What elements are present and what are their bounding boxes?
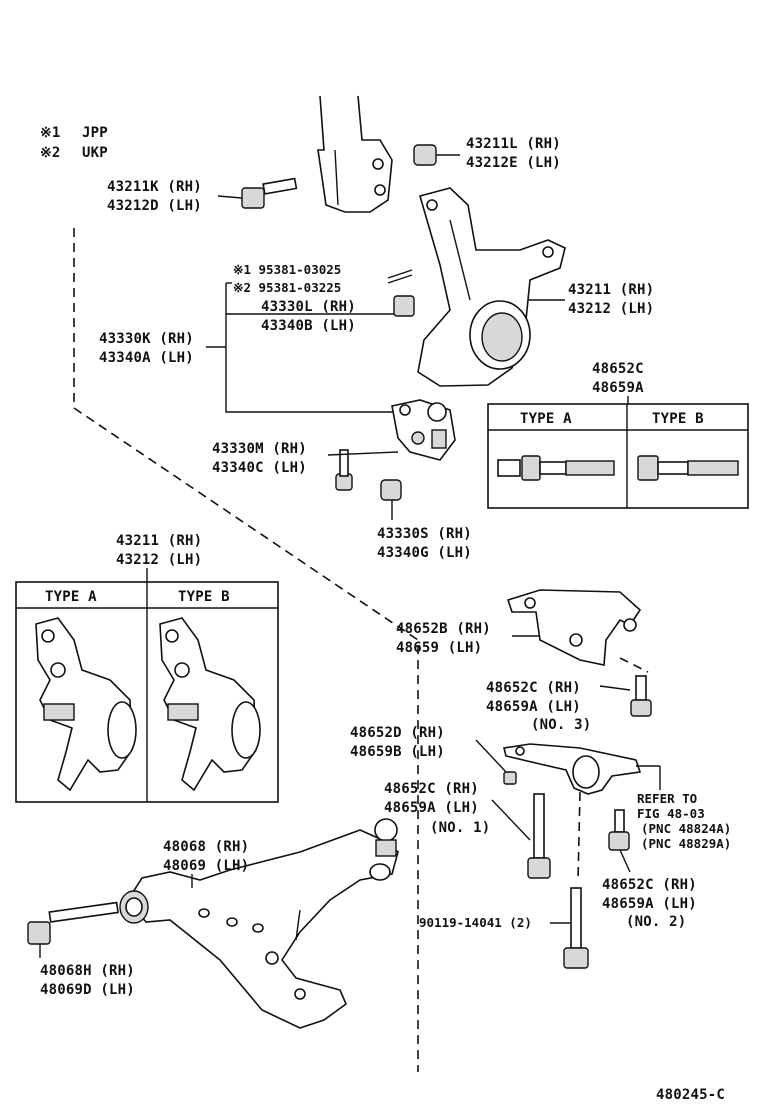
label-bolt-no2-rh: 48652C (RH) (602, 877, 697, 893)
label-bolt-no2-lh: 48659A (LH) (602, 896, 697, 912)
assembly-dashed-outline (73, 228, 419, 1072)
bolt-top-drawing (241, 177, 298, 209)
label-bracket-rh: 48652B (RH) (396, 621, 491, 637)
cotter-pin-drawing (387, 269, 413, 284)
legend-mark-1: ※1 (40, 125, 61, 141)
label-bolt-types-1: 48652C (592, 361, 644, 377)
knuckle-type-a-drawing (35, 617, 137, 792)
label-bolt-bj-rh: 43330M (RH) (212, 441, 307, 457)
label-bolt-no2-num: (NO. 2) (626, 914, 686, 930)
nut-top-drawing (413, 144, 460, 166)
bolt-type-a-drawing (497, 455, 615, 481)
bracket-drawing (506, 589, 642, 666)
label-bolt-types-2: 48659A (592, 380, 644, 396)
label-pin-jpp: ※1 95381-03025 (233, 262, 341, 277)
label-pin-ukp: ※2 95381-03225 (233, 280, 341, 295)
label-bolt-no1-num: (NO. 1) (430, 820, 490, 836)
label-knuckle-types-rh: 43211 (RH) (116, 533, 202, 549)
label-refer-2: FIG 48-03 (637, 806, 705, 821)
knuckle-type-b-label: TYPE B (178, 589, 230, 605)
label-bolt-no1-lh: 48659A (LH) (384, 800, 479, 816)
knuckle-type-b-drawing (159, 617, 261, 792)
bolt-type-b-drawing (637, 455, 739, 481)
ball-joint-drawing (391, 399, 456, 461)
knuckle-type-a-label: TYPE A (45, 589, 97, 605)
label-bolt-top-lh: 43212D (LH) (107, 198, 202, 214)
legend-text-2: UKP (82, 145, 108, 161)
bushing-bracket-drawing (503, 743, 642, 795)
bolt-bj-drawing (335, 449, 353, 491)
bolt-no1-drawing (527, 793, 551, 879)
label-refer-4: (PNC 48829A) (641, 836, 731, 851)
label-arm-bolt-lh: 48069D (LH) (40, 982, 135, 998)
legend: ※1 JPP ※2 UKP (40, 125, 108, 161)
label-knuckle-types-lh: 43212 (LH) (116, 552, 202, 568)
label-nut-small-lh: 48659B (LH) (350, 744, 445, 760)
label-nut-bj-rh: 43330S (RH) (377, 526, 472, 542)
small-nut-drawing (503, 771, 517, 785)
figure-id: 480245-C (656, 1087, 725, 1103)
label-bolt-no3-num: (NO. 3) (531, 717, 591, 733)
label-knuckle-rh: 43211 (RH) (568, 282, 654, 298)
label-nut-top-lh: 43212E (LH) (466, 155, 561, 171)
strut-drawing (317, 95, 393, 213)
label-nut-bj-lh: 43340G (LH) (377, 545, 472, 561)
label-knuckle-lh: 43212 (LH) (568, 301, 654, 317)
label-arm-lh: 48069 (LH) (163, 858, 249, 874)
legend-text-1: JPP (82, 125, 108, 141)
label-arm-bolt-rh: 48068H (RH) (40, 963, 135, 979)
label-bracket-lh: 48659 (LH) (396, 640, 482, 656)
label-refer-3: (PNC 48824A) (641, 821, 731, 836)
nut-bj-drawing (380, 479, 402, 501)
castle-nut-drawing (393, 295, 415, 317)
label-bolt-no3-rh: 48652C (RH) (486, 680, 581, 696)
bolt-no3-drawing (630, 675, 652, 717)
legend-mark-2: ※2 (40, 145, 61, 161)
label-bolt-90119: 90119-14041 (2) (419, 915, 532, 930)
bolt-90119-drawing (563, 887, 589, 969)
label-bolt-no3-lh: 48659A (LH) (486, 699, 581, 715)
knuckle-drawing (417, 187, 566, 387)
label-bolt-bj-lh: 43340C (LH) (212, 460, 307, 476)
label-bolt-no1-rh: 48652C (RH) (384, 781, 479, 797)
label-ball-joint-lh: 43340A (LH) (99, 350, 194, 366)
bolt-type-box: TYPE A TYPE B (487, 403, 749, 509)
bolt-type-b-label: TYPE B (652, 411, 704, 427)
label-ball-joint-rh: 43330K (RH) (99, 331, 194, 347)
label-bolt-top-rh: 43211K (RH) (107, 179, 202, 195)
label-castle-nut-rh: 43330L (RH) (261, 299, 356, 315)
label-arm-rh: 48068 (RH) (163, 839, 249, 855)
bolt-no2-drawing (608, 809, 630, 851)
label-castle-nut-lh: 43340B (LH) (261, 318, 356, 334)
label-nut-top-rh: 43211L (RH) (466, 136, 561, 152)
label-refer-1: REFER TO (637, 791, 697, 806)
knuckle-type-box: TYPE A TYPE B (15, 581, 279, 803)
bolt-type-a-label: TYPE A (520, 411, 572, 427)
arm-bolt-drawing (27, 901, 119, 945)
label-nut-small-rh: 48652D (RH) (350, 725, 445, 741)
lower-arm-drawing (119, 818, 399, 1029)
